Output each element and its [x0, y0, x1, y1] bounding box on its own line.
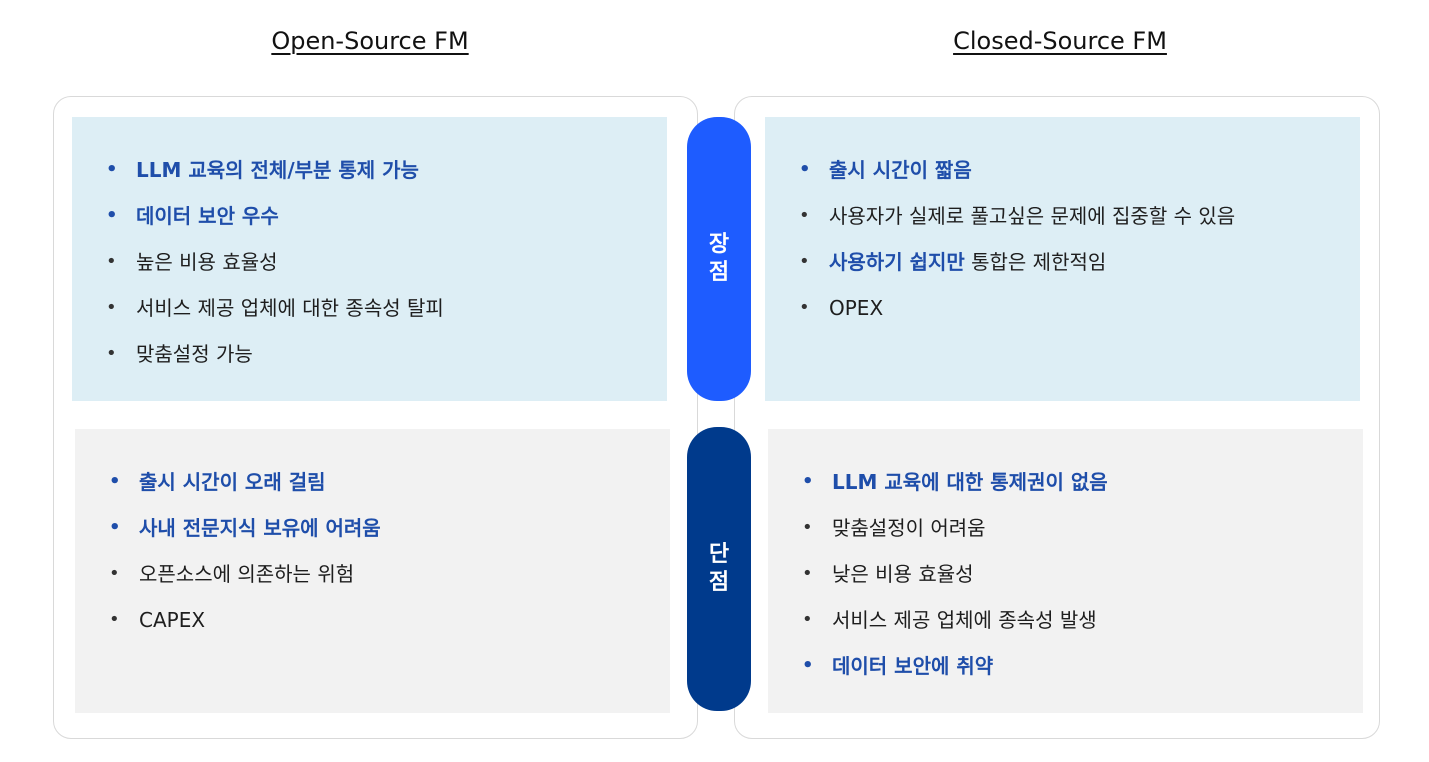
closed-source-title: Closed-Source FM [953, 27, 1167, 55]
list-item: LLM 교육의 전체/부분 통제 가능 [106, 155, 657, 201]
list-item: 서비스 제공 업체에 대한 종속성 탈피 [106, 293, 657, 339]
closed-source-cons-list: LLM 교육에 대한 통제권이 없음 맞춤설정이 어려움 낮은 비용 효율성 서… [802, 467, 1353, 697]
list-item: 맞춤설정이 어려움 [802, 513, 1353, 559]
list-item: LLM 교육에 대한 통제권이 없음 [802, 467, 1353, 513]
open-source-pros-list: LLM 교육의 전체/부분 통제 가능 데이터 보안 우수 높은 비용 효율성 … [106, 155, 657, 385]
pros-label-char: 장 [708, 232, 730, 257]
pros-label-pill: 장 점 [687, 117, 751, 401]
list-item: 높은 비용 효율성 [106, 247, 657, 293]
list-item: 사내 전문지식 보유에 어려움 [109, 513, 660, 559]
open-source-cons-list: 출시 시간이 오래 걸림 사내 전문지식 보유에 어려움 오픈소스에 의존하는 … [109, 467, 660, 651]
list-item: 출시 시간이 짧음 [799, 155, 1350, 201]
list-item: 사용자가 실제로 풀고싶은 문제에 집중할 수 있음 [799, 201, 1350, 247]
list-item: 데이터 보안에 취약 [802, 651, 1353, 697]
highlight-text: 사용하기 쉽지만 [829, 250, 965, 274]
list-item: 낮은 비용 효율성 [802, 559, 1353, 605]
list-item: 오픈소스에 의존하는 위험 [109, 559, 660, 605]
list-item: OPEX [799, 293, 1350, 339]
cons-label-pill: 단 점 [687, 427, 751, 711]
pros-label-char: 점 [708, 260, 730, 285]
list-item: 출시 시간이 오래 걸림 [109, 467, 660, 513]
open-source-title: Open-Source FM [271, 27, 469, 55]
cons-label-char: 점 [708, 570, 730, 595]
closed-source-pros-panel: 출시 시간이 짧음 사용자가 실제로 풀고싶은 문제에 집중할 수 있음 사용하… [765, 117, 1360, 401]
list-item: 데이터 보안 우수 [106, 201, 657, 247]
rest-text: 통합은 제한적임 [964, 250, 1107, 274]
closed-source-pros-list: 출시 시간이 짧음 사용자가 실제로 풀고싶은 문제에 집중할 수 있음 사용하… [799, 155, 1350, 339]
list-item: 맞춤설정 가능 [106, 339, 657, 385]
open-source-cons-panel: 출시 시간이 오래 걸림 사내 전문지식 보유에 어려움 오픈소스에 의존하는 … [75, 429, 670, 713]
cons-label-char: 단 [708, 542, 730, 567]
list-item: 사용하기 쉽지만 통합은 제한적임 [799, 247, 1350, 293]
closed-source-cons-panel: LLM 교육에 대한 통제권이 없음 맞춤설정이 어려움 낮은 비용 효율성 서… [768, 429, 1363, 713]
list-item: CAPEX [109, 605, 660, 651]
open-source-pros-panel: LLM 교육의 전체/부분 통제 가능 데이터 보안 우수 높은 비용 효율성 … [72, 117, 667, 401]
list-item: 서비스 제공 업체에 종속성 발생 [802, 605, 1353, 651]
